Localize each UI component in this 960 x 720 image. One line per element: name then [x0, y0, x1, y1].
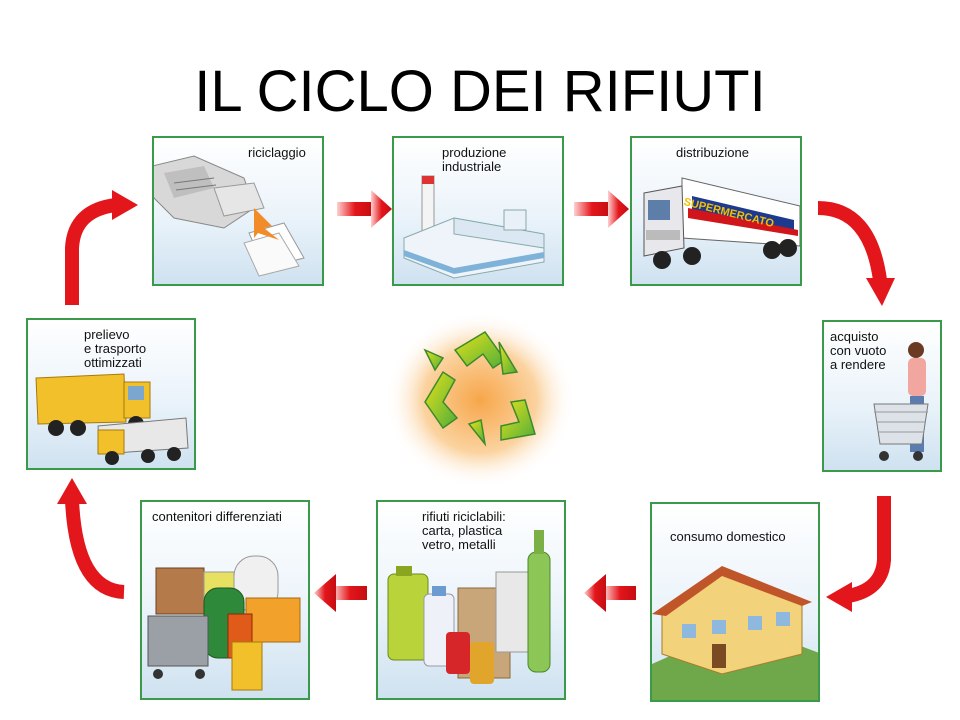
arrow-produzione-to-distribuzione: [574, 190, 629, 228]
shopping-cart-icon: [873, 342, 929, 461]
arrow-contenitori-to-prelievo: [65, 499, 125, 599]
arrow-rifiuti-to-contenitori: [314, 574, 367, 612]
recycling-bins-icon: [147, 555, 301, 691]
arrow-distribuzione-to-acquisto: [817, 201, 887, 282]
stage-label: consumo domestico: [670, 529, 786, 544]
recycle-icon: [385, 312, 575, 488]
stage-acquisto: acquisto con vuoto a rendere: [822, 320, 942, 472]
stage-label: prelievo e trasporto ottimizzati: [84, 327, 147, 370]
stage-distribuzione: distribuzione SUPERMERCATO: [630, 136, 802, 286]
diagram-title: IL CICLO DEI RIFIUTI: [194, 59, 766, 124]
arrow-acquisto-to-consumo: [846, 496, 891, 603]
garbage-trucks-icon: [35, 373, 189, 465]
stage-prelievo: prelievo e trasporto ottimizzati: [26, 318, 196, 470]
stage-label: riciclaggio: [248, 145, 306, 160]
stage-label: acquisto con vuoto a rendere: [830, 329, 887, 372]
stage-consumo: consumo domestico: [650, 502, 820, 702]
stage-label: rifiuti riciclabili: carta, plastica vet…: [422, 509, 506, 552]
newspaper-paper-icon: [154, 155, 305, 277]
house-icon: [652, 566, 818, 700]
stage-label: distribuzione: [676, 145, 749, 160]
stage-label: produzione industriale: [442, 145, 507, 174]
arrow-consumo-to-rifiuti: [584, 574, 636, 612]
stage-rifiuti: rifiuti riciclabili: carta, plastica vet…: [376, 500, 566, 700]
stage-contenitori: contenitori differenziati: [140, 500, 310, 700]
factory-icon: [403, 175, 545, 279]
stage-produzione: produzione industriale: [392, 136, 564, 286]
arrow-riciclaggio-to-produzione: [337, 190, 392, 228]
truck-icon: SUPERMERCATO: [643, 177, 800, 269]
arrow-prelievo-to-riciclaggio: [65, 198, 118, 305]
stage-label: contenitori differenziati: [152, 509, 282, 524]
recyclables-icon: [387, 530, 551, 684]
stage-riciclaggio: riciclaggio: [152, 136, 324, 286]
